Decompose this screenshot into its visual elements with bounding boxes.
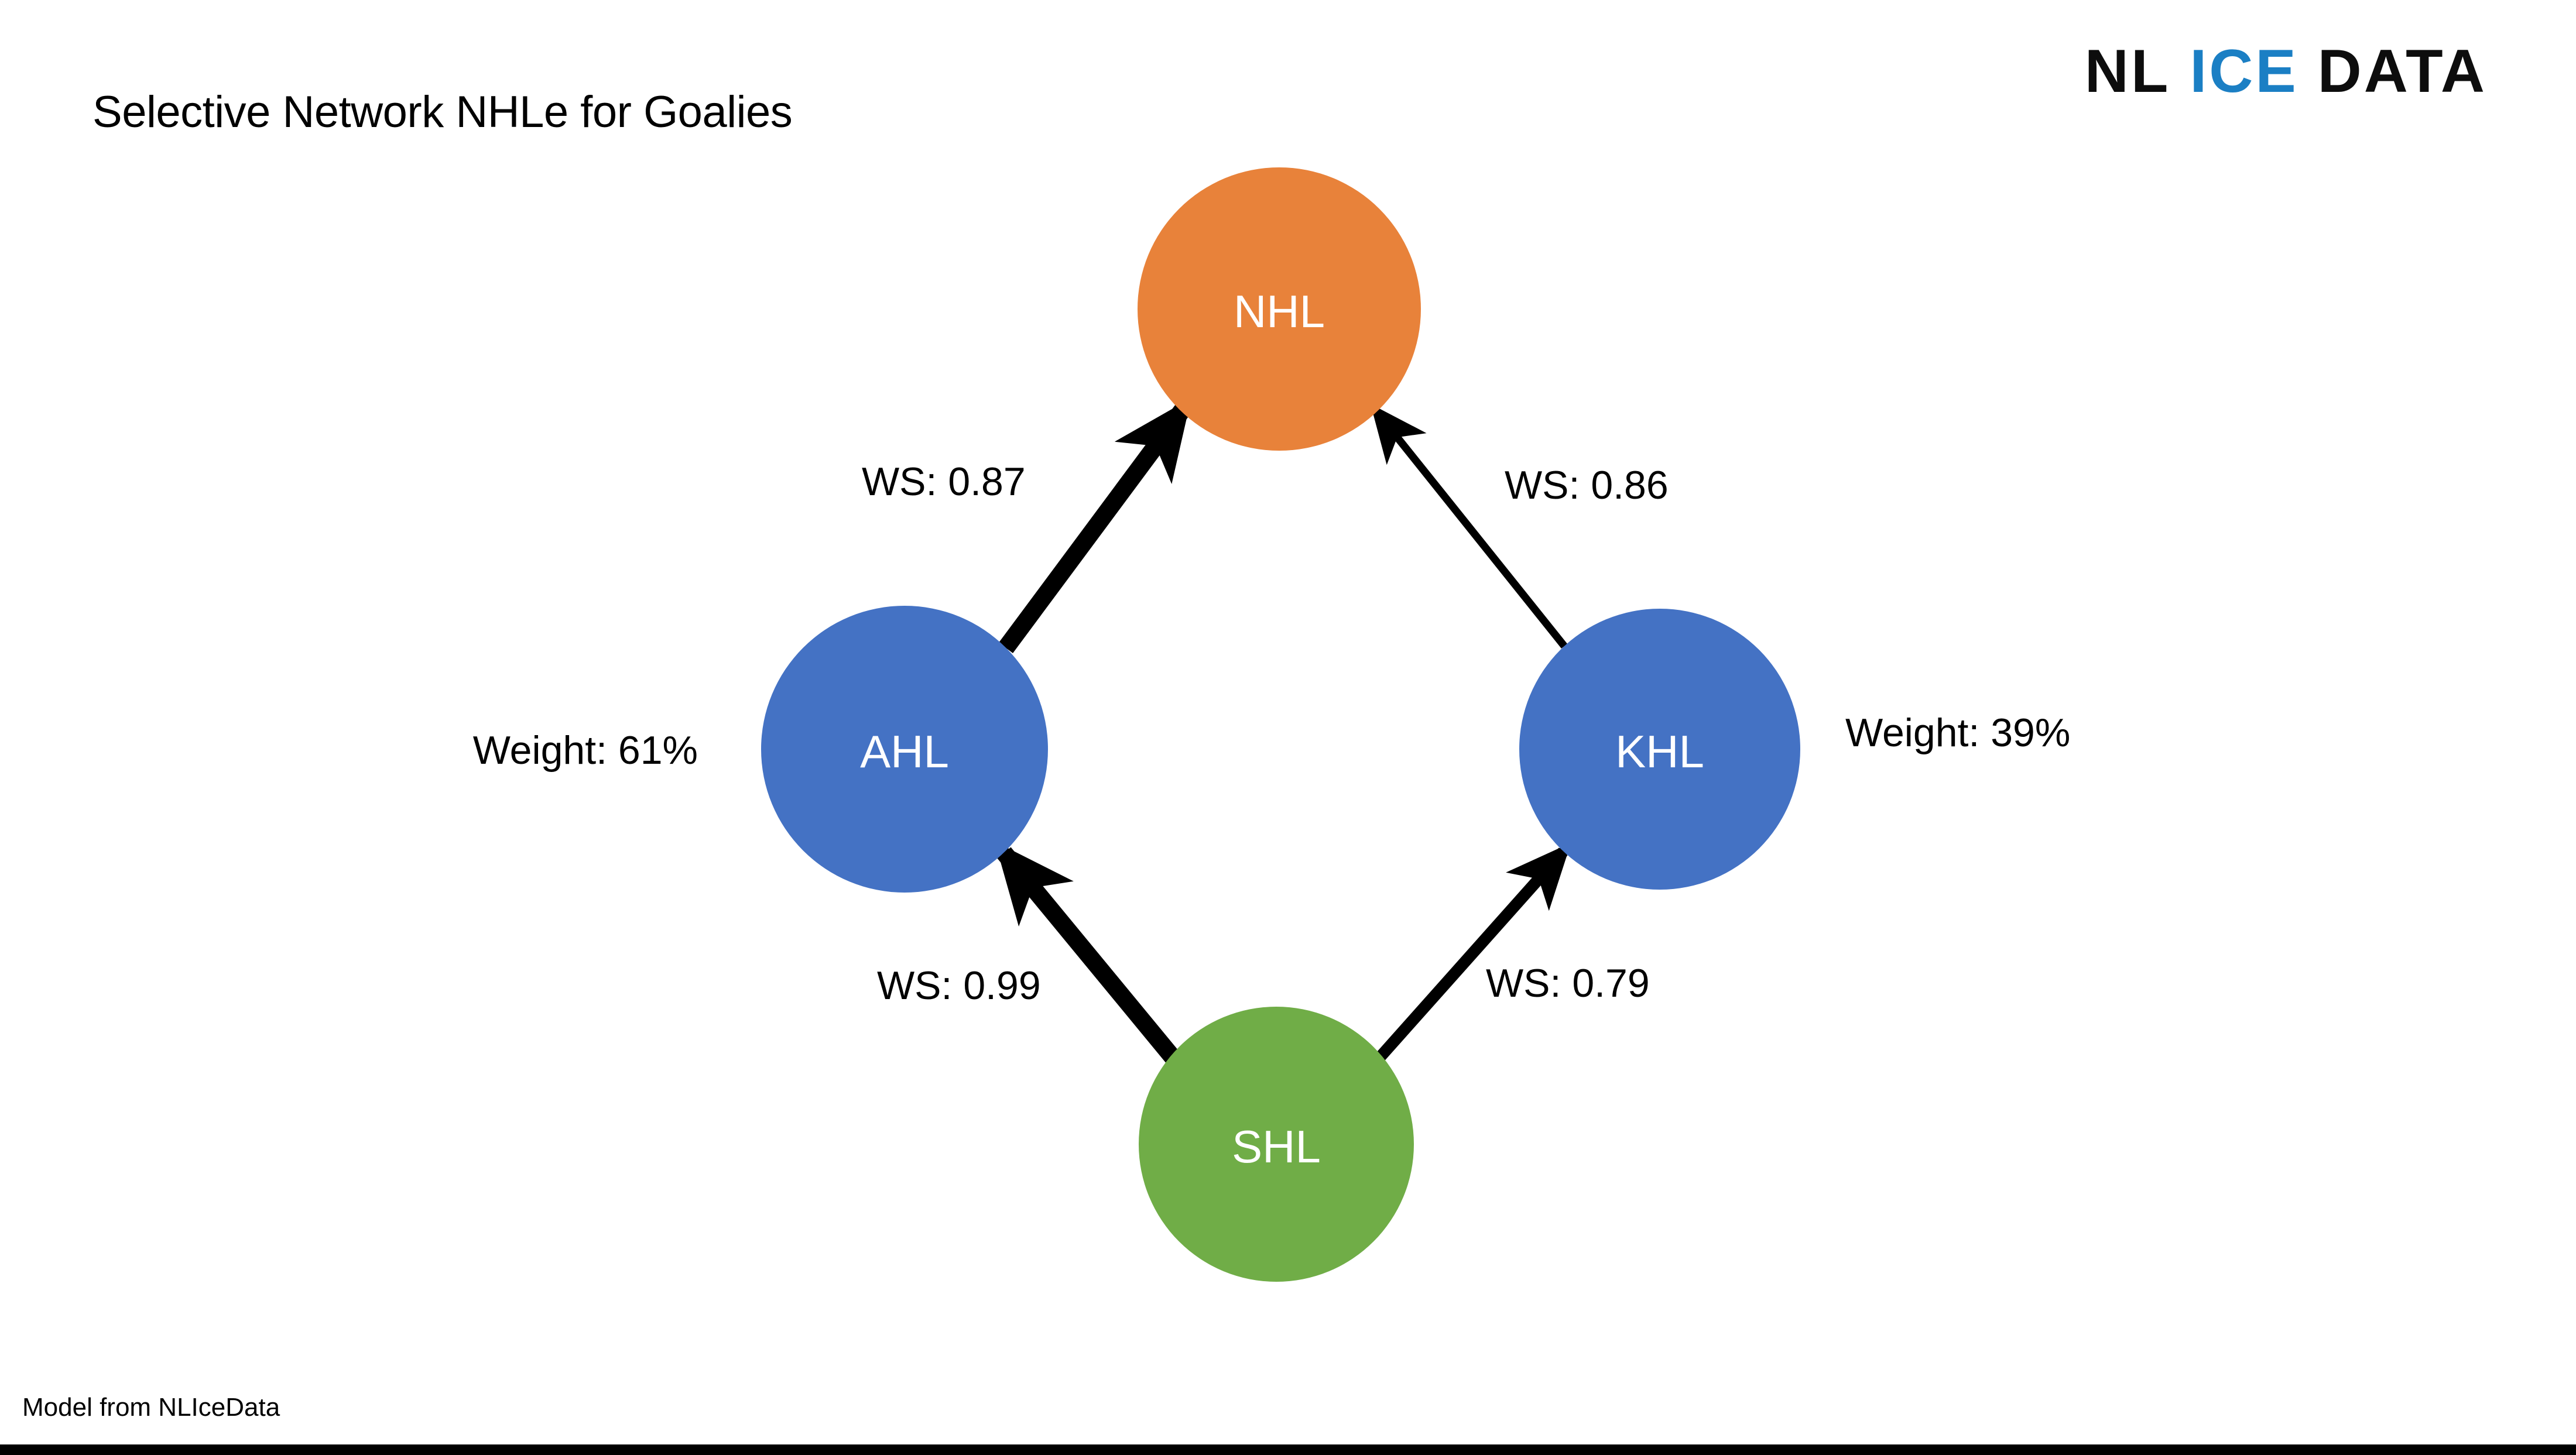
logo-text-data: DATA: [2317, 37, 2487, 105]
edge-label-ahl-nhl: WS: 0.87: [862, 459, 1026, 504]
node-weight-labels: Weight: 61% Weight: 39%: [473, 711, 2071, 773]
edge-labels: WS: 0.87 WS: 0.86 WS: 0.99 WS: 0.79: [862, 459, 1669, 1008]
edge-khl-to-nhl: [1370, 404, 1568, 649]
edge-shl-to-ahl: [995, 841, 1184, 1068]
node-ahl[interactable]: AHL: [761, 606, 1048, 893]
edge-label-khl-nhl: WS: 0.86: [1505, 463, 1669, 507]
logo-text-ice: ICE: [2190, 37, 2298, 105]
node-shl[interactable]: SHL: [1139, 1007, 1414, 1282]
footer-note: Model from NLIceData: [22, 1393, 280, 1422]
weight-label-ahl: Weight: 61%: [473, 728, 698, 773]
graph-nodes: NHL AHL KHL SHL: [761, 167, 1800, 1282]
logo-text-nl: NL: [2084, 37, 2171, 105]
node-khl[interactable]: KHL: [1519, 609, 1800, 890]
weight-label-khl: Weight: 39%: [1845, 711, 2070, 755]
page-title: Selective Network NHLe for Goalies: [93, 87, 793, 137]
edge-label-shl-khl: WS: 0.79: [1486, 961, 1650, 1006]
node-shl-circle[interactable]: [1139, 1007, 1414, 1282]
node-nhl-circle[interactable]: [1138, 167, 1421, 451]
footer-bar: [0, 1444, 2576, 1455]
node-shl-label: SHL: [1232, 1121, 1321, 1172]
node-ahl-label: AHL: [860, 726, 949, 777]
edge-label-shl-ahl: WS: 0.99: [877, 963, 1041, 1008]
edge-ahl-to-nhl: [998, 398, 1191, 653]
brand-logo: NL ICE DATA: [2085, 41, 2487, 102]
node-ahl-circle[interactable]: [761, 606, 1048, 893]
node-nhl[interactable]: NHL: [1138, 167, 1421, 451]
edge-shl-to-khl: [1372, 842, 1571, 1065]
graph-edges: [995, 398, 1571, 1068]
node-khl-circle[interactable]: [1519, 609, 1800, 890]
node-khl-label: KHL: [1615, 726, 1704, 777]
node-nhl-label: NHL: [1234, 286, 1325, 337]
